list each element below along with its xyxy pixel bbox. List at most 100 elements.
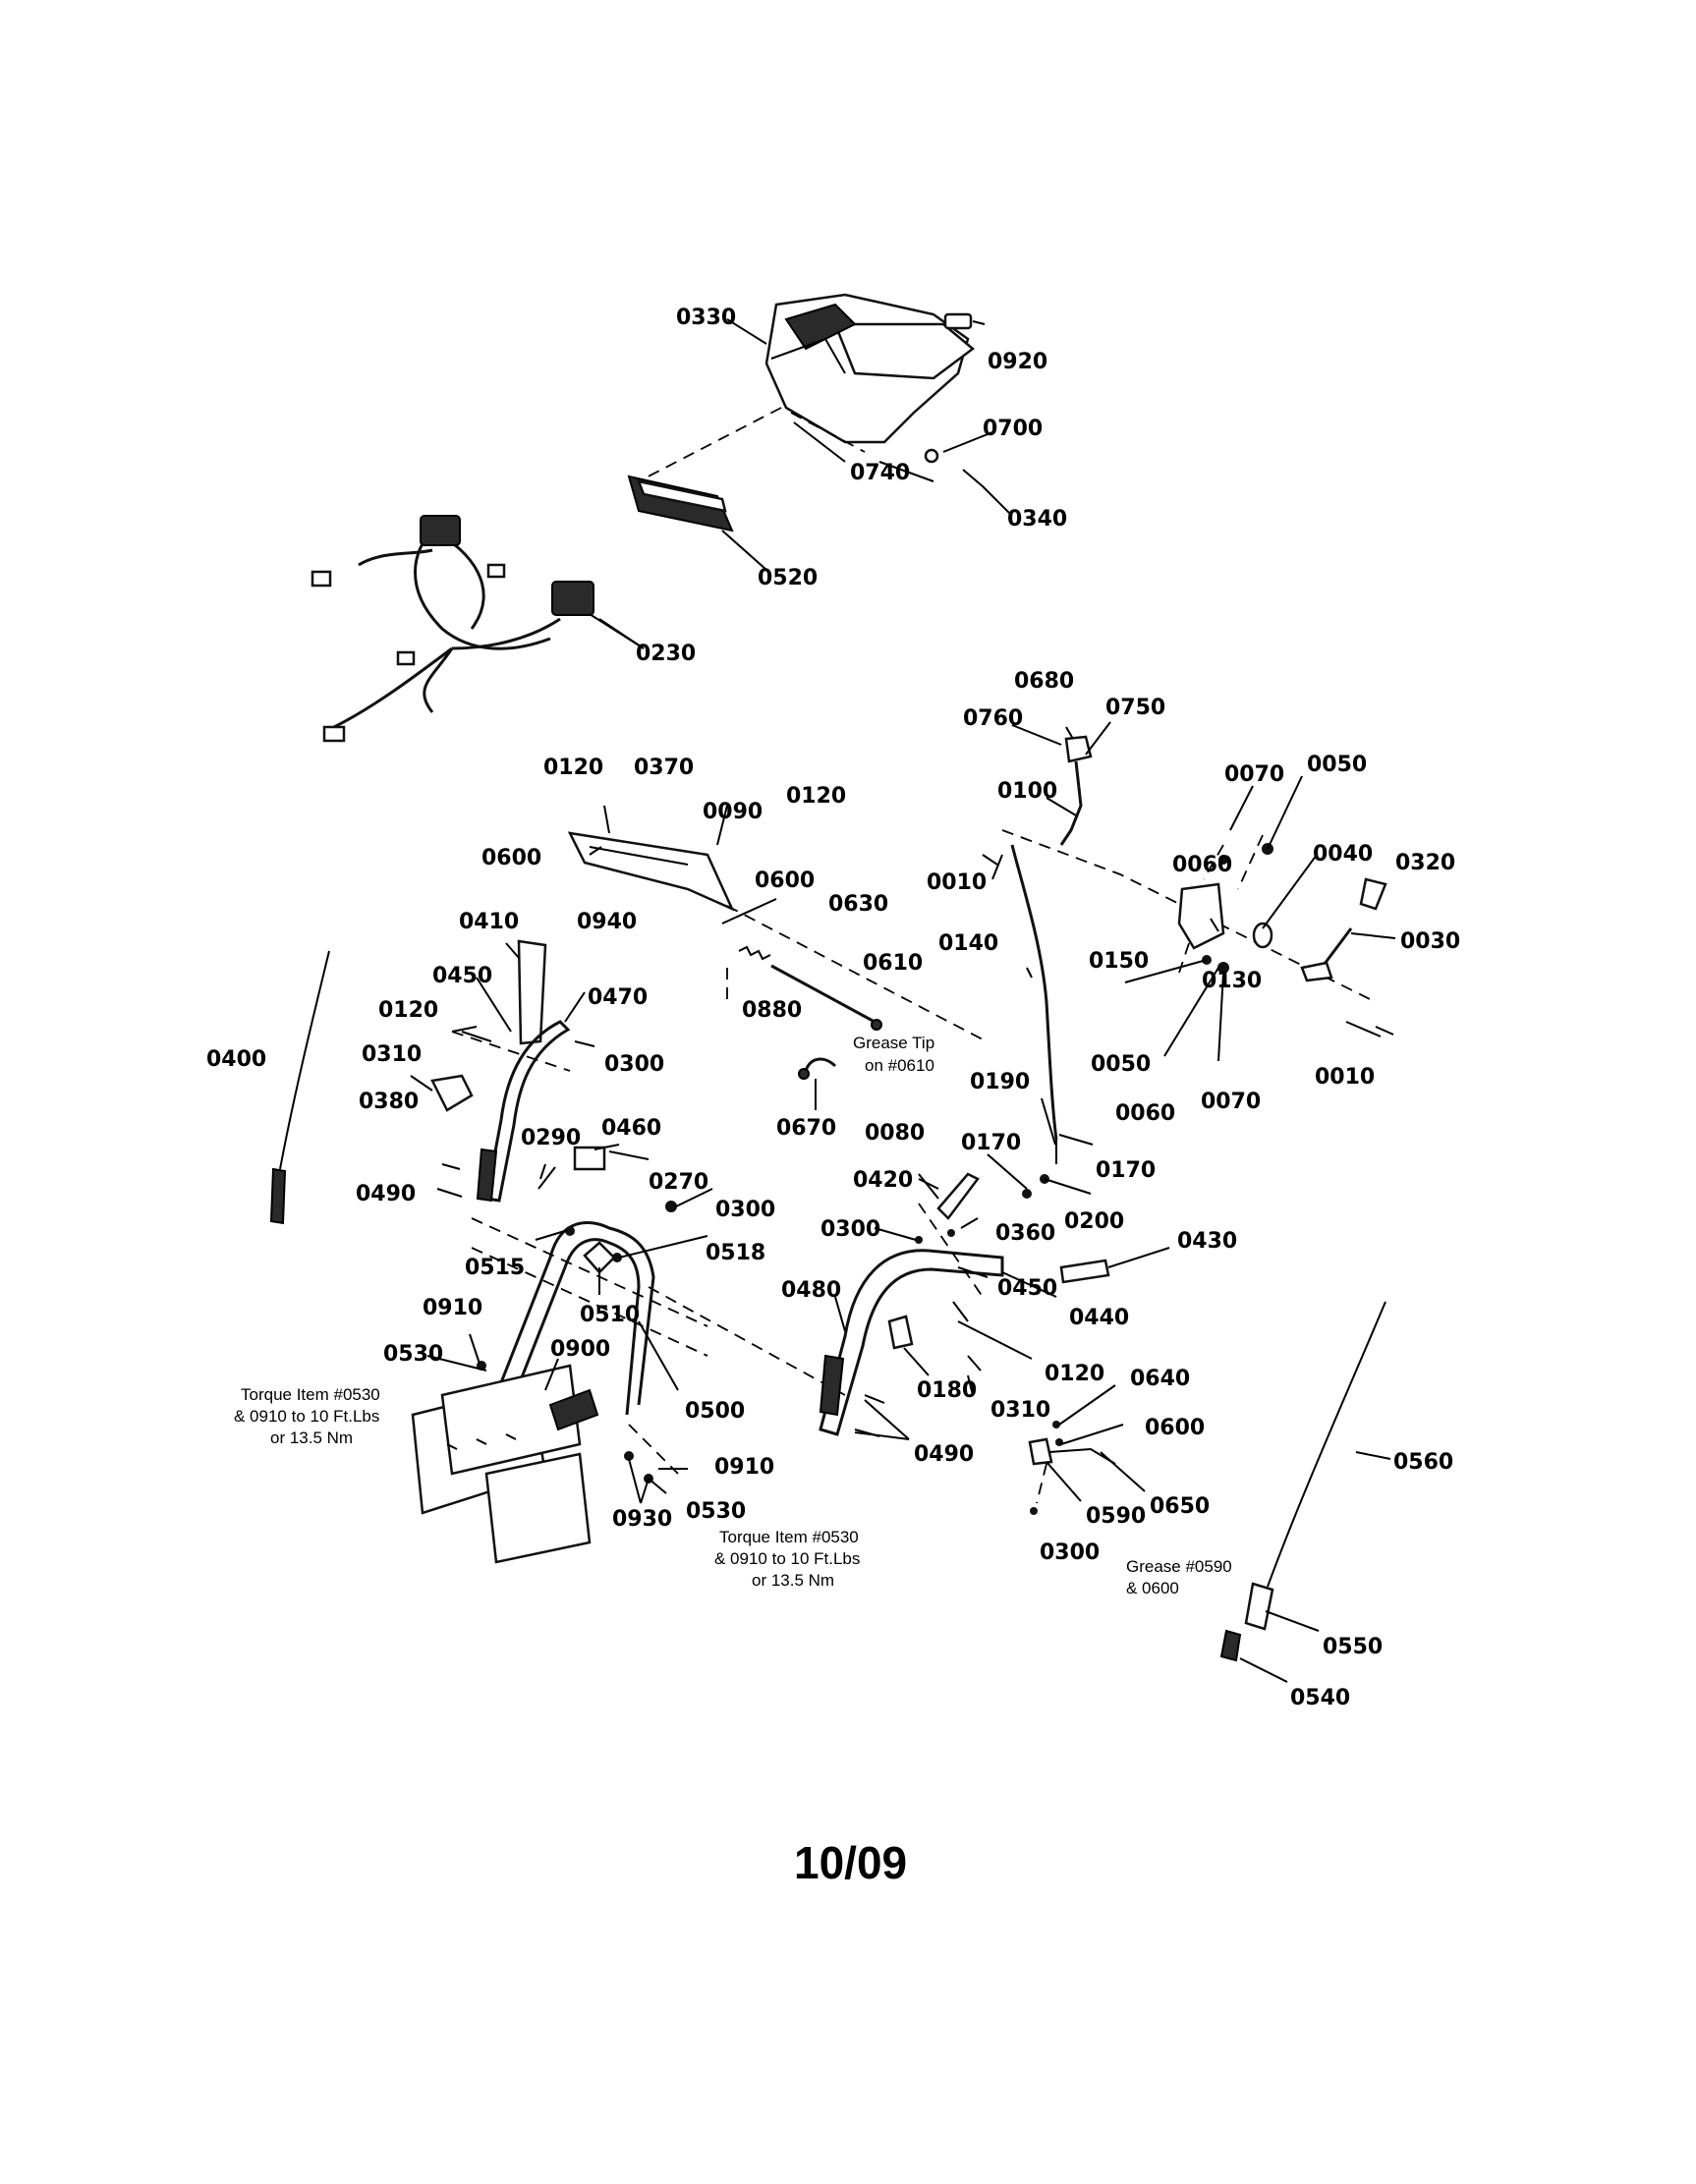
light-bar-part <box>627 475 734 532</box>
label-0120c: 0120 <box>378 998 438 1023</box>
label-0290: 0290 <box>521 1126 581 1150</box>
label-0200: 0200 <box>1064 1209 1124 1234</box>
rod-0140 <box>1010 844 1058 1164</box>
label-0190: 0190 <box>970 1070 1030 1094</box>
bracket-0130 <box>1177 882 1225 950</box>
label-0040: 0040 <box>1313 842 1373 867</box>
label-0510: 0510 <box>580 1303 640 1327</box>
label-0630: 0630 <box>828 892 888 917</box>
rod-0610 <box>770 964 882 1031</box>
wiring-harness-part <box>311 515 594 743</box>
label-0320: 0320 <box>1395 851 1455 875</box>
label-0400: 0400 <box>206 1047 266 1072</box>
label-0120b: 0120 <box>786 784 846 809</box>
upper-handle-left <box>476 1020 571 1203</box>
label-0530a: 0530 <box>383 1342 443 1367</box>
knob-0920 <box>943 312 973 330</box>
label-0610: 0610 <box>863 951 923 976</box>
dash-panel-part <box>764 293 976 444</box>
bracket-0460 <box>573 1146 606 1171</box>
label-0050: 0050 <box>1307 753 1367 777</box>
label-0170b: 0170 <box>1096 1158 1156 1183</box>
label-0360: 0360 <box>995 1221 1055 1246</box>
label-0470: 0470 <box>588 985 648 1010</box>
label-0600a: 0600 <box>481 846 541 870</box>
label-0900: 0900 <box>550 1337 610 1362</box>
spring-0630 <box>738 945 771 961</box>
label-0518: 0518 <box>706 1241 765 1265</box>
label-0670: 0670 <box>776 1116 836 1141</box>
label-0440: 0440 <box>1069 1306 1129 1330</box>
label-0030: 0030 <box>1400 929 1460 954</box>
label-0150: 0150 <box>1089 949 1149 974</box>
label-0760: 0760 <box>963 706 1023 731</box>
label-0140: 0140 <box>938 931 998 956</box>
lower-handle-0500 <box>494 1221 655 1416</box>
label-0060b: 0060 <box>1115 1101 1175 1126</box>
label-0010: 0010 <box>927 870 987 895</box>
svg-text:Torque Item #0530: Torque Item #0530 <box>241 1385 380 1404</box>
label-0120d: 0120 <box>1045 1362 1104 1386</box>
note-grease-0590: Grease #0590 & 0600 <box>1126 1557 1232 1597</box>
label-0500: 0500 <box>685 1399 745 1424</box>
label-0130: 0130 <box>1202 969 1262 993</box>
label-0300a: 0300 <box>604 1052 664 1077</box>
svg-text:& 0600: & 0600 <box>1126 1579 1179 1597</box>
label-0410: 0410 <box>459 910 519 934</box>
label-0330: 0330 <box>676 306 736 330</box>
bracket-0940 <box>567 831 735 912</box>
label-0060: 0060 <box>1172 853 1232 877</box>
label-0460: 0460 <box>601 1116 661 1141</box>
label-0530b: 0530 <box>686 1499 746 1524</box>
label-0300d: 0300 <box>1040 1540 1100 1565</box>
note-torque-left: Torque Item #0530 & 0910 to 10 Ft.Lbs or… <box>234 1385 380 1447</box>
svg-text:Torque Item #0530: Torque Item #0530 <box>719 1528 859 1546</box>
bracket-0590 <box>1028 1437 1116 1466</box>
label-0880: 0880 <box>742 998 802 1023</box>
frame-bracket-right <box>548 1388 599 1431</box>
label-0700: 0700 <box>983 417 1043 441</box>
label-0940: 0940 <box>577 910 637 934</box>
label-0180: 0180 <box>917 1378 977 1403</box>
label-0090: 0090 <box>703 800 763 824</box>
cable-0400 <box>269 950 330 1225</box>
lever-0100 <box>1059 760 1083 846</box>
label-0560: 0560 <box>1393 1450 1453 1475</box>
upper-handle-right <box>819 1249 1004 1436</box>
washer-0700 <box>924 448 939 464</box>
label-0480: 0480 <box>781 1278 841 1303</box>
label-0600b: 0600 <box>755 868 815 893</box>
washer-0040 <box>1252 922 1273 949</box>
leader-lines <box>410 318 1396 1683</box>
label-0080: 0080 <box>865 1121 925 1146</box>
svg-text:or 13.5 Nm: or 13.5 Nm <box>270 1428 353 1447</box>
label-0300b: 0300 <box>715 1198 775 1222</box>
svg-text:or 13.5 Nm: or 13.5 Nm <box>752 1571 834 1590</box>
svg-text:Grease #0590: Grease #0590 <box>1126 1557 1232 1576</box>
label-0300c: 0300 <box>820 1217 880 1242</box>
label-0910b: 0910 <box>714 1455 774 1480</box>
frame-panel-left <box>411 1364 592 1564</box>
label-0680: 0680 <box>1014 669 1074 694</box>
label-0070b: 0070 <box>1201 1090 1261 1114</box>
label-0590: 0590 <box>1086 1504 1146 1529</box>
label-0640: 0640 <box>1130 1367 1190 1391</box>
label-0490b: 0490 <box>914 1442 974 1467</box>
handle-0680 <box>1064 735 1093 763</box>
label-0450b: 0450 <box>997 1276 1057 1301</box>
label-0230: 0230 <box>636 642 696 666</box>
note-grease-tip: Grease Tip on #0610 <box>853 1034 934 1075</box>
label-0420: 0420 <box>853 1168 913 1193</box>
svg-text:Grease Tip: Grease Tip <box>853 1034 934 1052</box>
label-0100: 0100 <box>997 779 1057 804</box>
label-0520: 0520 <box>758 566 818 590</box>
pin-0030 <box>1300 927 1353 982</box>
label-0170a: 0170 <box>961 1131 1021 1155</box>
lever-0670 <box>798 1057 837 1080</box>
label-0340: 0340 <box>1007 507 1067 532</box>
part-labels: 0330 0920 0700 0740 0340 0520 0230 0680 … <box>206 306 1460 1710</box>
label-0370: 0370 <box>634 756 694 780</box>
label-0515: 0515 <box>465 1256 525 1280</box>
page-number: 10/09 <box>794 1837 907 1888</box>
